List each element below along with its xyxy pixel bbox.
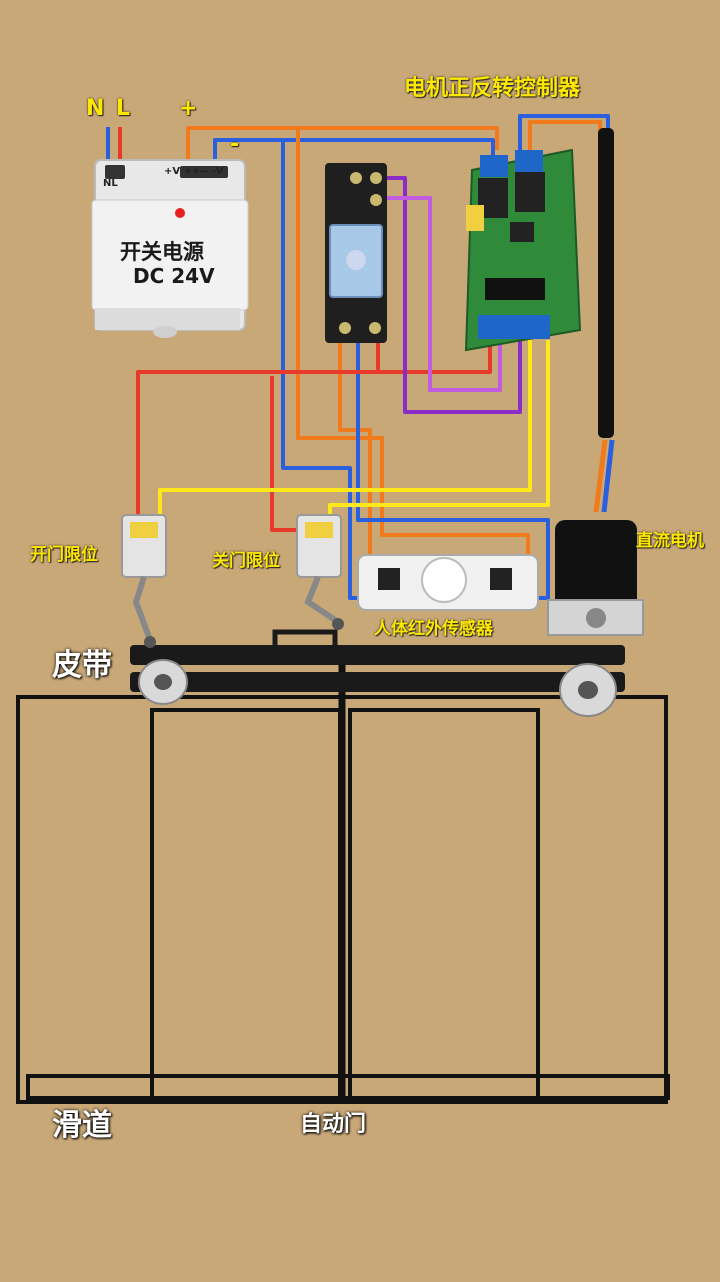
wire-red-open-limit bbox=[136, 335, 492, 530]
psu-output-terminals: +V ++-- -V bbox=[164, 166, 224, 177]
mains-n-label: N bbox=[86, 96, 105, 121]
belt-bottom bbox=[130, 672, 625, 692]
wire-relay-orange bbox=[338, 335, 372, 560]
mains-l-label: L bbox=[116, 96, 131, 121]
psu-voltage: DC 24V bbox=[133, 264, 215, 288]
auto-door-label: 自动门 bbox=[300, 1112, 367, 1137]
wire-motor-lead-blue bbox=[601, 439, 615, 513]
wire-psu-minus bbox=[213, 138, 495, 170]
belt-label: 皮带 bbox=[52, 648, 112, 683]
wire-motor-orange bbox=[528, 120, 602, 150]
dc-motor-icon bbox=[547, 520, 644, 636]
relay-icon bbox=[325, 163, 387, 343]
psu-title: 开关电源 bbox=[120, 240, 204, 264]
pir-sensor-icon bbox=[357, 554, 539, 611]
belt-top bbox=[130, 645, 625, 665]
wire-red-close-limit bbox=[270, 376, 305, 532]
wire-violet bbox=[376, 196, 502, 392]
door-frame bbox=[16, 660, 670, 1104]
door-panel-left bbox=[150, 708, 342, 1100]
wires bbox=[106, 114, 615, 600]
wire-yellow-open-limit bbox=[158, 340, 532, 525]
pir-sensor-label: 人体红外传感器 bbox=[374, 619, 493, 639]
motor-cable bbox=[598, 128, 614, 438]
close-limit-label: 关门限位 bbox=[212, 551, 280, 571]
wire-orange-to-pir bbox=[296, 128, 530, 560]
controller-label: 电机正反转控制器 bbox=[404, 76, 581, 101]
wire-psu-plus bbox=[186, 126, 499, 170]
belt-assembly bbox=[130, 629, 625, 717]
open-limit-label: 开门限位 bbox=[30, 545, 98, 565]
psu-input-terminals: NL bbox=[103, 178, 118, 189]
pulley-icon bbox=[559, 663, 617, 717]
psu-minus-label: - bbox=[230, 132, 240, 157]
pulley-icon bbox=[138, 659, 188, 705]
wire-relay-blue bbox=[356, 335, 550, 600]
dc-motor-label: 直流电机 bbox=[636, 531, 704, 551]
wire-purple bbox=[376, 176, 522, 414]
wire-yellow-close-limit bbox=[328, 340, 550, 528]
limit-switch-icon bbox=[121, 514, 167, 648]
belt-clamp bbox=[272, 629, 338, 653]
limit-switch-icon bbox=[296, 514, 344, 630]
psu-plus-label: + bbox=[179, 96, 198, 121]
door-panel-right bbox=[348, 708, 540, 1100]
wire-motor-blue bbox=[518, 114, 610, 152]
track-label: 滑道 bbox=[52, 1108, 112, 1143]
power-supply-icon bbox=[91, 159, 249, 338]
wire-motor-lead-orange bbox=[593, 439, 608, 513]
controller-board-icon bbox=[464, 148, 582, 352]
